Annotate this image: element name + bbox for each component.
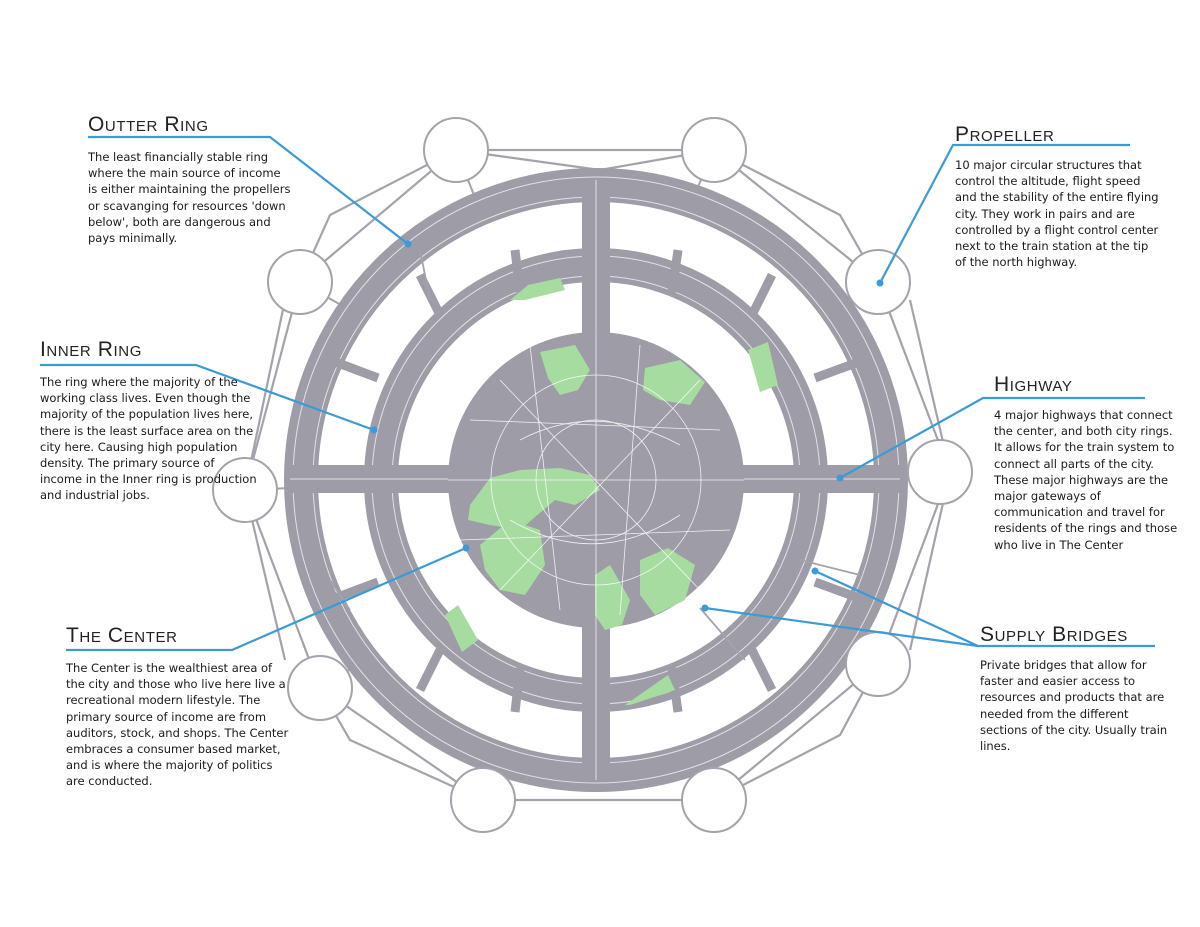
propeller-description: 10 major circular structures that contro… — [955, 158, 1159, 270]
outter-ring-description: The least financially stable ring where … — [88, 150, 291, 246]
propeller-8 — [845, 631, 911, 697]
leader-endpoints — [370, 240, 884, 612]
outter-ring-title: Outter Ring — [88, 113, 209, 136]
propeller-6 — [907, 439, 973, 505]
leader-supply-bridges-2 — [704, 606, 979, 648]
outter-ring-label: Outter Ring The least financially stable… — [88, 113, 293, 246]
propeller-10 — [681, 767, 747, 833]
inner-ring-label: Inner Ring The ring where the majority o… — [40, 338, 258, 504]
ring-connectors — [328, 249, 866, 713]
inner-ring-title: Inner Ring — [40, 338, 143, 361]
propeller-label: Propeller 10 major circular structures t… — [955, 123, 1160, 270]
propeller-1 — [423, 117, 489, 183]
the-center-title: The Center — [66, 624, 178, 647]
highway-description: 4 major highways that connect the center… — [994, 408, 1178, 552]
supply-bridges-label: Supply Bridges Private bridges that allo… — [980, 623, 1175, 754]
the-center-label: The Center The Center is the wealthiest … — [66, 624, 291, 790]
center-streets — [448, 332, 744, 628]
leader-outter-ring — [88, 135, 409, 245]
propeller-7 — [287, 655, 353, 721]
highway-label: Highway 4 major highways that connect th… — [994, 373, 1179, 553]
inner-ring-description: The ring where the majority of the worki… — [40, 375, 257, 503]
propeller-2 — [681, 117, 747, 183]
leader-propeller — [879, 143, 1130, 284]
propeller-9 — [450, 767, 516, 833]
propeller-title: Propeller — [955, 123, 1055, 146]
leader-the-center — [66, 546, 467, 652]
supply-bridges-title: Supply Bridges — [980, 623, 1128, 646]
leader-highway — [839, 396, 1145, 479]
supply-bridges-description: Private bridges that allow for faster an… — [980, 658, 1168, 754]
propeller-5 — [212, 457, 278, 523]
propeller-3 — [267, 249, 333, 315]
ring-green-spaces — [445, 278, 778, 705]
leader-inner-ring — [40, 363, 375, 432]
leader-lines — [40, 135, 1155, 652]
propellers — [212, 117, 973, 833]
supply-bridges — [329, 249, 861, 661]
highway-title: Highway — [994, 373, 1073, 396]
the-center-description: The Center is the wealthiest area of the… — [66, 661, 289, 789]
